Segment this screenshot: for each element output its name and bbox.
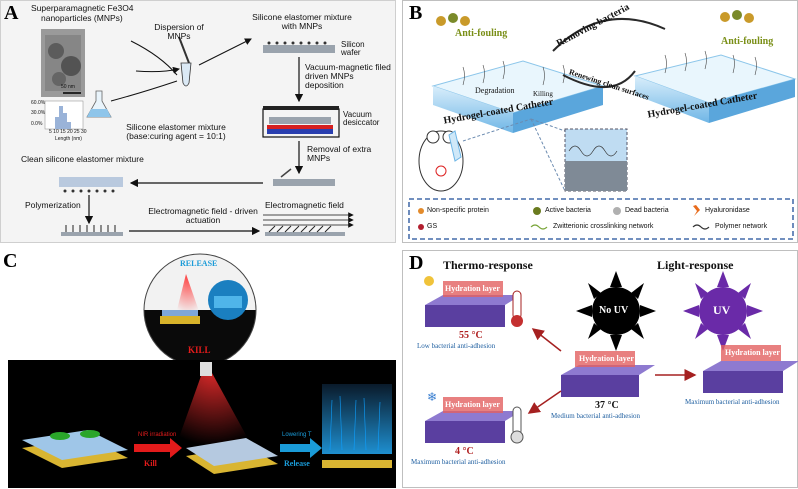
substrate-low xyxy=(425,397,521,443)
nir-label: NIR irradiation xyxy=(138,432,177,438)
hydration-low: Hydration layer xyxy=(445,400,500,409)
em-actuation-label: Electromagnetic field - driven actuation xyxy=(148,206,258,225)
release-step-label: Release xyxy=(284,459,310,468)
snowflake-icon: ❄ xyxy=(427,390,437,404)
panel-b-graphics xyxy=(408,10,797,240)
polymerization-label: Polymerization xyxy=(25,200,81,210)
panel-a-graphics xyxy=(41,29,354,236)
panel-a: A Superparamagnetic Fe3O4 nanoparticles … xyxy=(0,0,396,243)
substrate-mid xyxy=(561,351,655,397)
hist-y-mid: 30.0% xyxy=(31,110,46,116)
legend-zwitterionic: Zwitterionic crosslinking network xyxy=(553,223,654,230)
panel-d: ❄ D Thermo-response Light-response No UV… xyxy=(402,250,798,488)
clean-mixture-label: Clean silicone elastomer mixture xyxy=(21,154,144,164)
uv-sun-icon xyxy=(683,271,763,351)
legend-polymer: Polymer network xyxy=(715,223,768,230)
hydration-mid: Hydration layer xyxy=(579,354,634,363)
hist-x-ticks: 5 10 15 20 25 30 xyxy=(49,129,87,135)
medium-adhesion-label: Medium bacterial anti-adhesion xyxy=(551,412,641,420)
panel-a-label: A xyxy=(4,2,19,24)
hist-x-label: Length (nm) xyxy=(55,136,82,142)
release-title: RELEASE xyxy=(180,259,218,268)
anti-fouling-right: Anti-fouling xyxy=(721,36,774,47)
legend-dead-bacteria: Dead bacteria xyxy=(625,207,669,214)
desiccator-label: Vacuum desiccator xyxy=(343,110,380,128)
kill-step-label: Kill xyxy=(144,459,157,468)
bacteria-cluster-right xyxy=(720,10,754,23)
em-field-label: Electromagnetic field xyxy=(265,200,344,210)
silicon-wafer-label: Silicon wafer xyxy=(341,40,365,58)
max-adhesion-light-label: Maximum bacterial anti-adhesion xyxy=(685,398,780,406)
panel-d-label: D xyxy=(409,252,424,274)
scale-bar-label: 50 nm xyxy=(61,84,75,90)
hydration-high: Hydration layer xyxy=(445,284,500,293)
thermometer-hot-icon xyxy=(512,290,522,320)
renewing-arrow xyxy=(562,70,636,88)
panel-c-graphics xyxy=(8,253,396,488)
removal-label: Removal of extra MNPs xyxy=(307,144,372,163)
wafer-after-removal xyxy=(273,179,335,186)
pillars-base xyxy=(61,232,123,236)
legend-protein: Non-specific protein xyxy=(427,207,489,214)
hydration-uv: Hydration layer xyxy=(725,348,780,357)
legend-active-bacteria: Active bacteria xyxy=(545,207,591,214)
uv-label: UV xyxy=(713,303,731,317)
max-adhesion-thermo-label: Maximum bacterial anti-adhesion xyxy=(411,458,506,466)
substrate-uv xyxy=(703,345,798,393)
panel-c-label: C xyxy=(3,250,18,272)
killing-label: Killing xyxy=(533,90,553,98)
anti-fouling-left: Anti-fouling xyxy=(455,28,508,39)
small-sun-icon xyxy=(424,276,434,286)
silicone-ratio-label: Silicone elastomer mixture (base:curing … xyxy=(126,122,226,141)
panel-b: B Anti-fouling Anti-fouling Removing bac… xyxy=(402,0,798,243)
hist-y-bottom: 0.0% xyxy=(31,121,43,127)
light-title: Light-response xyxy=(657,258,734,272)
wafer-clean xyxy=(59,177,123,187)
lowering-label: Lowering T xyxy=(282,432,312,438)
substrate-high xyxy=(425,281,521,327)
temp-high: 55 °C xyxy=(459,330,483,341)
mnp-title-2: nanoparticles (MNPs) xyxy=(41,13,123,23)
no-uv-sun-icon xyxy=(576,271,656,351)
release-arrow[interactable] xyxy=(280,438,322,458)
bacteria-cluster-left xyxy=(436,13,470,26)
legend-box xyxy=(408,198,794,240)
kill-title: KILL xyxy=(188,345,211,355)
legend-hyaluronidase: Hyaluronidase xyxy=(705,207,750,214)
panel-b-label: B xyxy=(409,2,423,24)
legend-gs: GS xyxy=(427,223,438,230)
dispersion-label: Dispersion of MNPs xyxy=(154,22,204,41)
actuated-pillars-base xyxy=(265,232,345,236)
panel-d-graphics: ❄ xyxy=(424,271,798,444)
mnp-title-1: Superparamagnetic Fe3O4 xyxy=(31,3,134,13)
sample-released xyxy=(322,384,392,454)
wafer-top xyxy=(263,45,335,53)
no-uv-label: No UV xyxy=(599,305,629,316)
silicone-mnp-label: Silicone elastomer mixture with MNPs xyxy=(252,12,352,31)
low-adhesion-label: Low bacterial anti-adhesion xyxy=(417,342,496,350)
panel-c: C RELEASE KILL NIR irradiation Kill Lowe… xyxy=(0,250,396,488)
removing-arrow xyxy=(552,18,666,52)
vacuum-step-label: Vacuum-magnetic filed driven MNPs deposi… xyxy=(305,62,391,90)
temp-low: 4 °C xyxy=(455,446,474,457)
thermo-title: Thermo-response xyxy=(443,258,533,272)
temp-mid: 37 °C xyxy=(595,400,619,411)
hist-y-top: 60.0% xyxy=(31,100,46,106)
degradation-label: Degradation xyxy=(475,86,515,95)
sample-irradiated xyxy=(186,438,278,466)
sample-initial xyxy=(22,430,128,460)
kill-arrow[interactable] xyxy=(134,438,182,458)
